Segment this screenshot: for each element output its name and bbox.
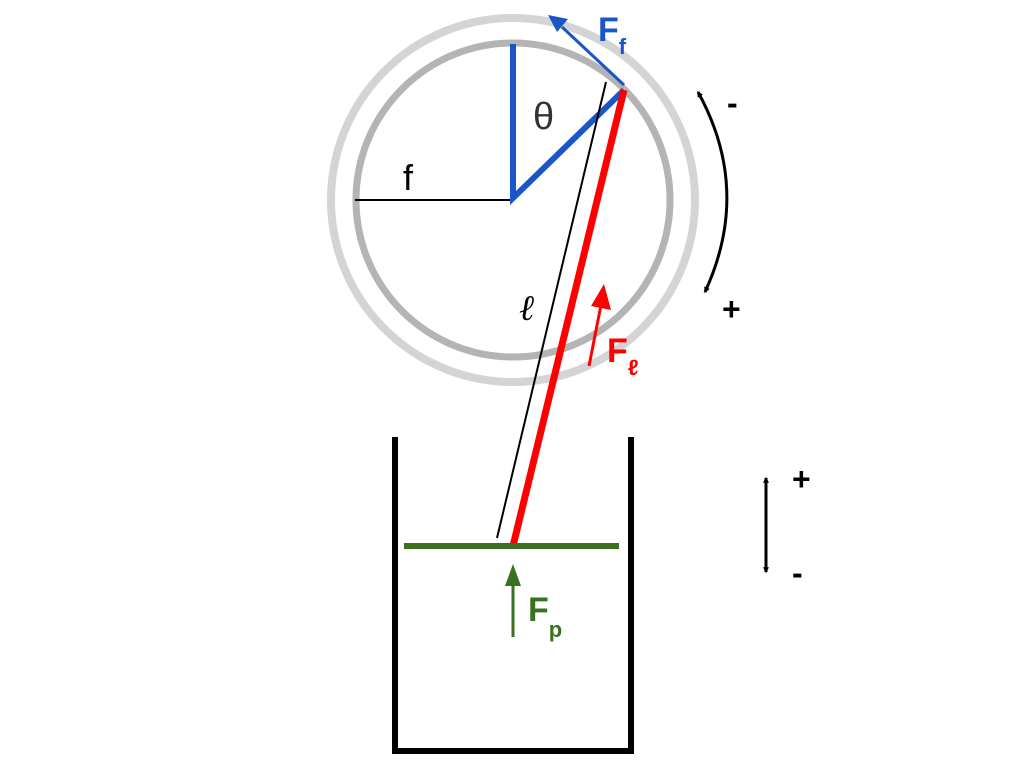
theta-label: θ — [533, 96, 554, 138]
rotation-direction-arrow — [696, 90, 729, 294]
crank-arm — [510, 44, 627, 206]
length-label: ℓ — [519, 288, 534, 329]
piston-force-arrow — [505, 564, 521, 637]
crank-force-arrow — [548, 15, 626, 87]
piston-force-label: Fp — [528, 591, 562, 642]
crank-force-main: F — [598, 11, 619, 49]
rod-force-arrow — [587, 284, 611, 367]
piston-force-main: F — [528, 591, 549, 629]
rod-force-subscript: ℓ — [628, 355, 639, 380]
cylinder-walls — [392, 437, 634, 754]
linear-minus-label: - — [792, 555, 803, 591]
rod-force-main: F — [607, 332, 628, 370]
radius-label: f — [403, 157, 414, 198]
crank-force-label: Ff — [598, 11, 627, 59]
rotation-plus-label: + — [722, 291, 741, 327]
rotation-minus-label: - — [727, 85, 738, 121]
connecting-rod — [509, 89, 628, 547]
piston-force-subscript: p — [549, 617, 562, 642]
rod-force-label: Fℓ — [607, 332, 639, 380]
crank-force-subscript: f — [619, 34, 627, 59]
outer-ring — [327, 14, 699, 386]
rod-length-line — [496, 81, 607, 539]
linear-plus-label: + — [792, 461, 811, 497]
